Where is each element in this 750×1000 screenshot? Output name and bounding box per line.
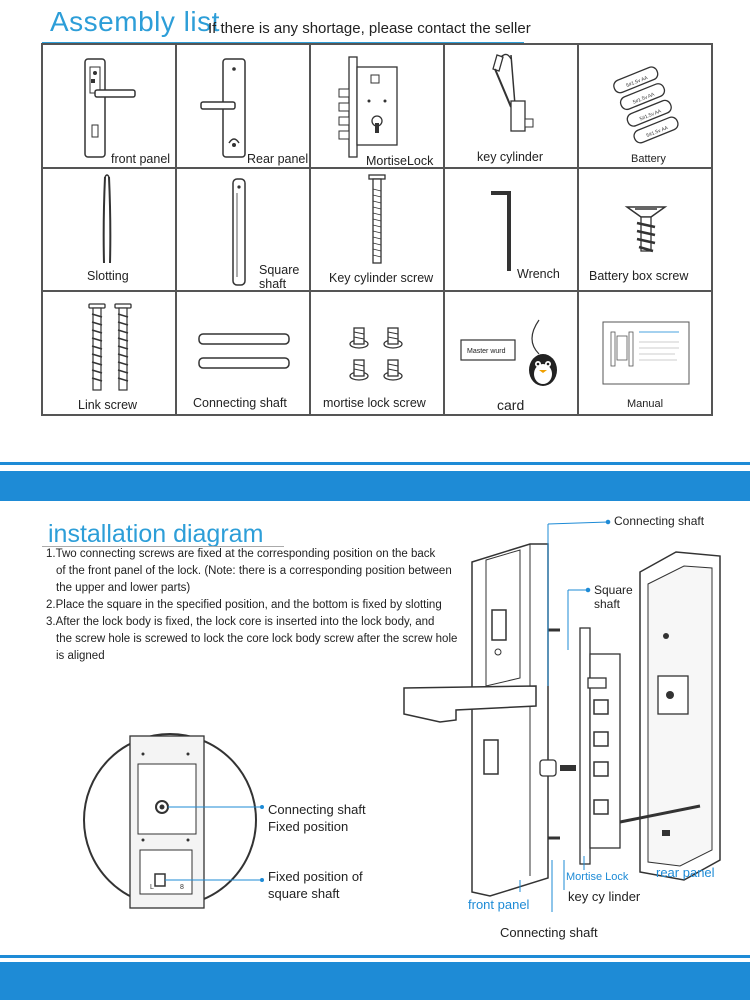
label-square-fixed-2: square shaft: [268, 886, 340, 901]
step-1-line-3: the upper and lower parts): [56, 582, 191, 594]
detail-zoom-circle: L 8: [83, 733, 264, 909]
item-label: front panel: [111, 152, 171, 166]
rear-panel-drawing: [619, 551, 721, 881]
step-1-line-2: of the front panel of the lock. (Note: t…: [56, 565, 452, 577]
label-mortise-lock: Mortise Lock: [566, 871, 629, 883]
key-cylinder-icon: [492, 53, 534, 132]
label-connecting-fixed-1: Connecting shaft: [268, 802, 366, 817]
manual-icon: [602, 321, 690, 385]
step-3-line-2: the screw hole is screwed to lock the co…: [56, 633, 458, 645]
item-label-line1: Square: [259, 262, 300, 277]
item-label: mortise lock screw: [323, 396, 426, 411]
front-panel-drawing: [403, 543, 560, 897]
wrench-icon: [491, 190, 511, 271]
item-label: Battery: [631, 153, 666, 165]
item-wrench: Wrench: [444, 167, 578, 292]
card-icon: Master wurd: [460, 319, 557, 387]
mortise-lock-icon: [338, 56, 398, 158]
installation-title: installation diagram: [48, 520, 264, 548]
item-manual: Manual: [578, 291, 712, 415]
divider-band-thin: [0, 462, 750, 465]
mortise-lock-screw-icon: [349, 327, 403, 381]
item-front-panel: front panel: [42, 44, 176, 168]
svg-text:L: L: [150, 884, 154, 891]
connecting-shaft-icon: [198, 333, 290, 370]
front-panel-icon: [84, 58, 136, 158]
item-mortise-lock-screw: mortise lock screw: [310, 291, 444, 415]
item-label: Wrench: [517, 266, 560, 281]
item-rear-panel: Rear panel: [176, 44, 310, 168]
item-card: Master wurd card: [444, 291, 578, 415]
item-label: Rear panel: [247, 152, 309, 166]
assembly-grid: front panel Rear panel MortiseLock: [41, 43, 713, 416]
item-label: Key cylinder screw: [329, 270, 434, 285]
item-label: Connecting shaft: [193, 396, 287, 411]
label-square-fixed-1: Fixed position of: [268, 869, 363, 884]
label-connecting-shaft-bottom: Connecting shaft: [500, 925, 598, 940]
installation-underline: [42, 546, 284, 547]
item-label: Link screw: [78, 398, 138, 413]
item-label: MortiseLock: [366, 154, 434, 168]
step-3-line-1: 3.After the lock body is fixed, the lock…: [46, 616, 435, 628]
label-square-shaft-2: shaft: [594, 597, 621, 611]
item-battery-box-screw: Battery box screw: [578, 167, 712, 292]
divider-band-thick: [0, 471, 750, 501]
label-key-cylinder: key cy linder: [568, 889, 641, 904]
square-shaft-icon: [232, 177, 246, 286]
item-connecting-shaft: Connecting shaft: [176, 291, 310, 415]
slotting-icon: [102, 173, 112, 263]
link-screw-icon: [88, 303, 132, 391]
item-battery: 5#1.5v AA 5#1.5v AA 5#1.5v AA 5#1.5v AA …: [578, 44, 712, 168]
footer-band-thick: [0, 962, 750, 1000]
key-cylinder-screw-icon: [368, 174, 386, 264]
item-label: Battery box screw: [589, 268, 689, 283]
label-square-shaft-1: Square: [594, 583, 633, 597]
step-3-line-3: is aligned: [56, 650, 105, 662]
item-label-line2: shaft: [259, 276, 287, 291]
leader-lines: [519, 519, 611, 912]
battery-icon: 5#1.5v AA 5#1.5v AA 5#1.5v AA 5#1.5v AA: [613, 66, 679, 144]
installation-diagram-drawing: L 8: [83, 519, 721, 912]
item-key-cylinder: key cylinder: [444, 44, 578, 168]
label-front-panel: front panel: [468, 897, 530, 912]
battery-box-screw-icon: [624, 205, 668, 252]
item-label: Slotting: [87, 268, 129, 283]
card-text: Master wurd: [467, 348, 506, 355]
assembly-list-subtitle: If there is any shortage, please contact…: [208, 20, 531, 37]
item-mortise-lock: MortiseLock: [310, 44, 444, 168]
footer-band-thin: [0, 955, 750, 958]
item-label: card: [497, 397, 525, 414]
item-label: Manual: [627, 398, 664, 411]
item-square-shaft: Square shaft: [176, 167, 310, 292]
step-2: 2.Place the square in the specified posi…: [46, 599, 442, 611]
mortise-lock-drawing: [539, 627, 621, 865]
step-1-line-1: 1.Two connecting screws are fixed at the…: [46, 548, 436, 560]
rear-panel-icon: [200, 58, 246, 158]
item-link-screw: Link screw: [42, 291, 176, 415]
svg-text:8: 8: [180, 884, 184, 891]
item-label: key cylinder: [477, 150, 543, 164]
assembly-list-title: Assembly list: [50, 6, 220, 37]
label-connecting-fixed-2: Fixed position: [268, 819, 349, 834]
item-slotting: Slotting: [42, 167, 176, 292]
label-connecting-shaft-top: Connecting shaft: [614, 514, 705, 528]
label-rear-panel: rear panel: [656, 865, 715, 880]
item-key-cylinder-screw: Key cylinder screw: [310, 167, 444, 292]
